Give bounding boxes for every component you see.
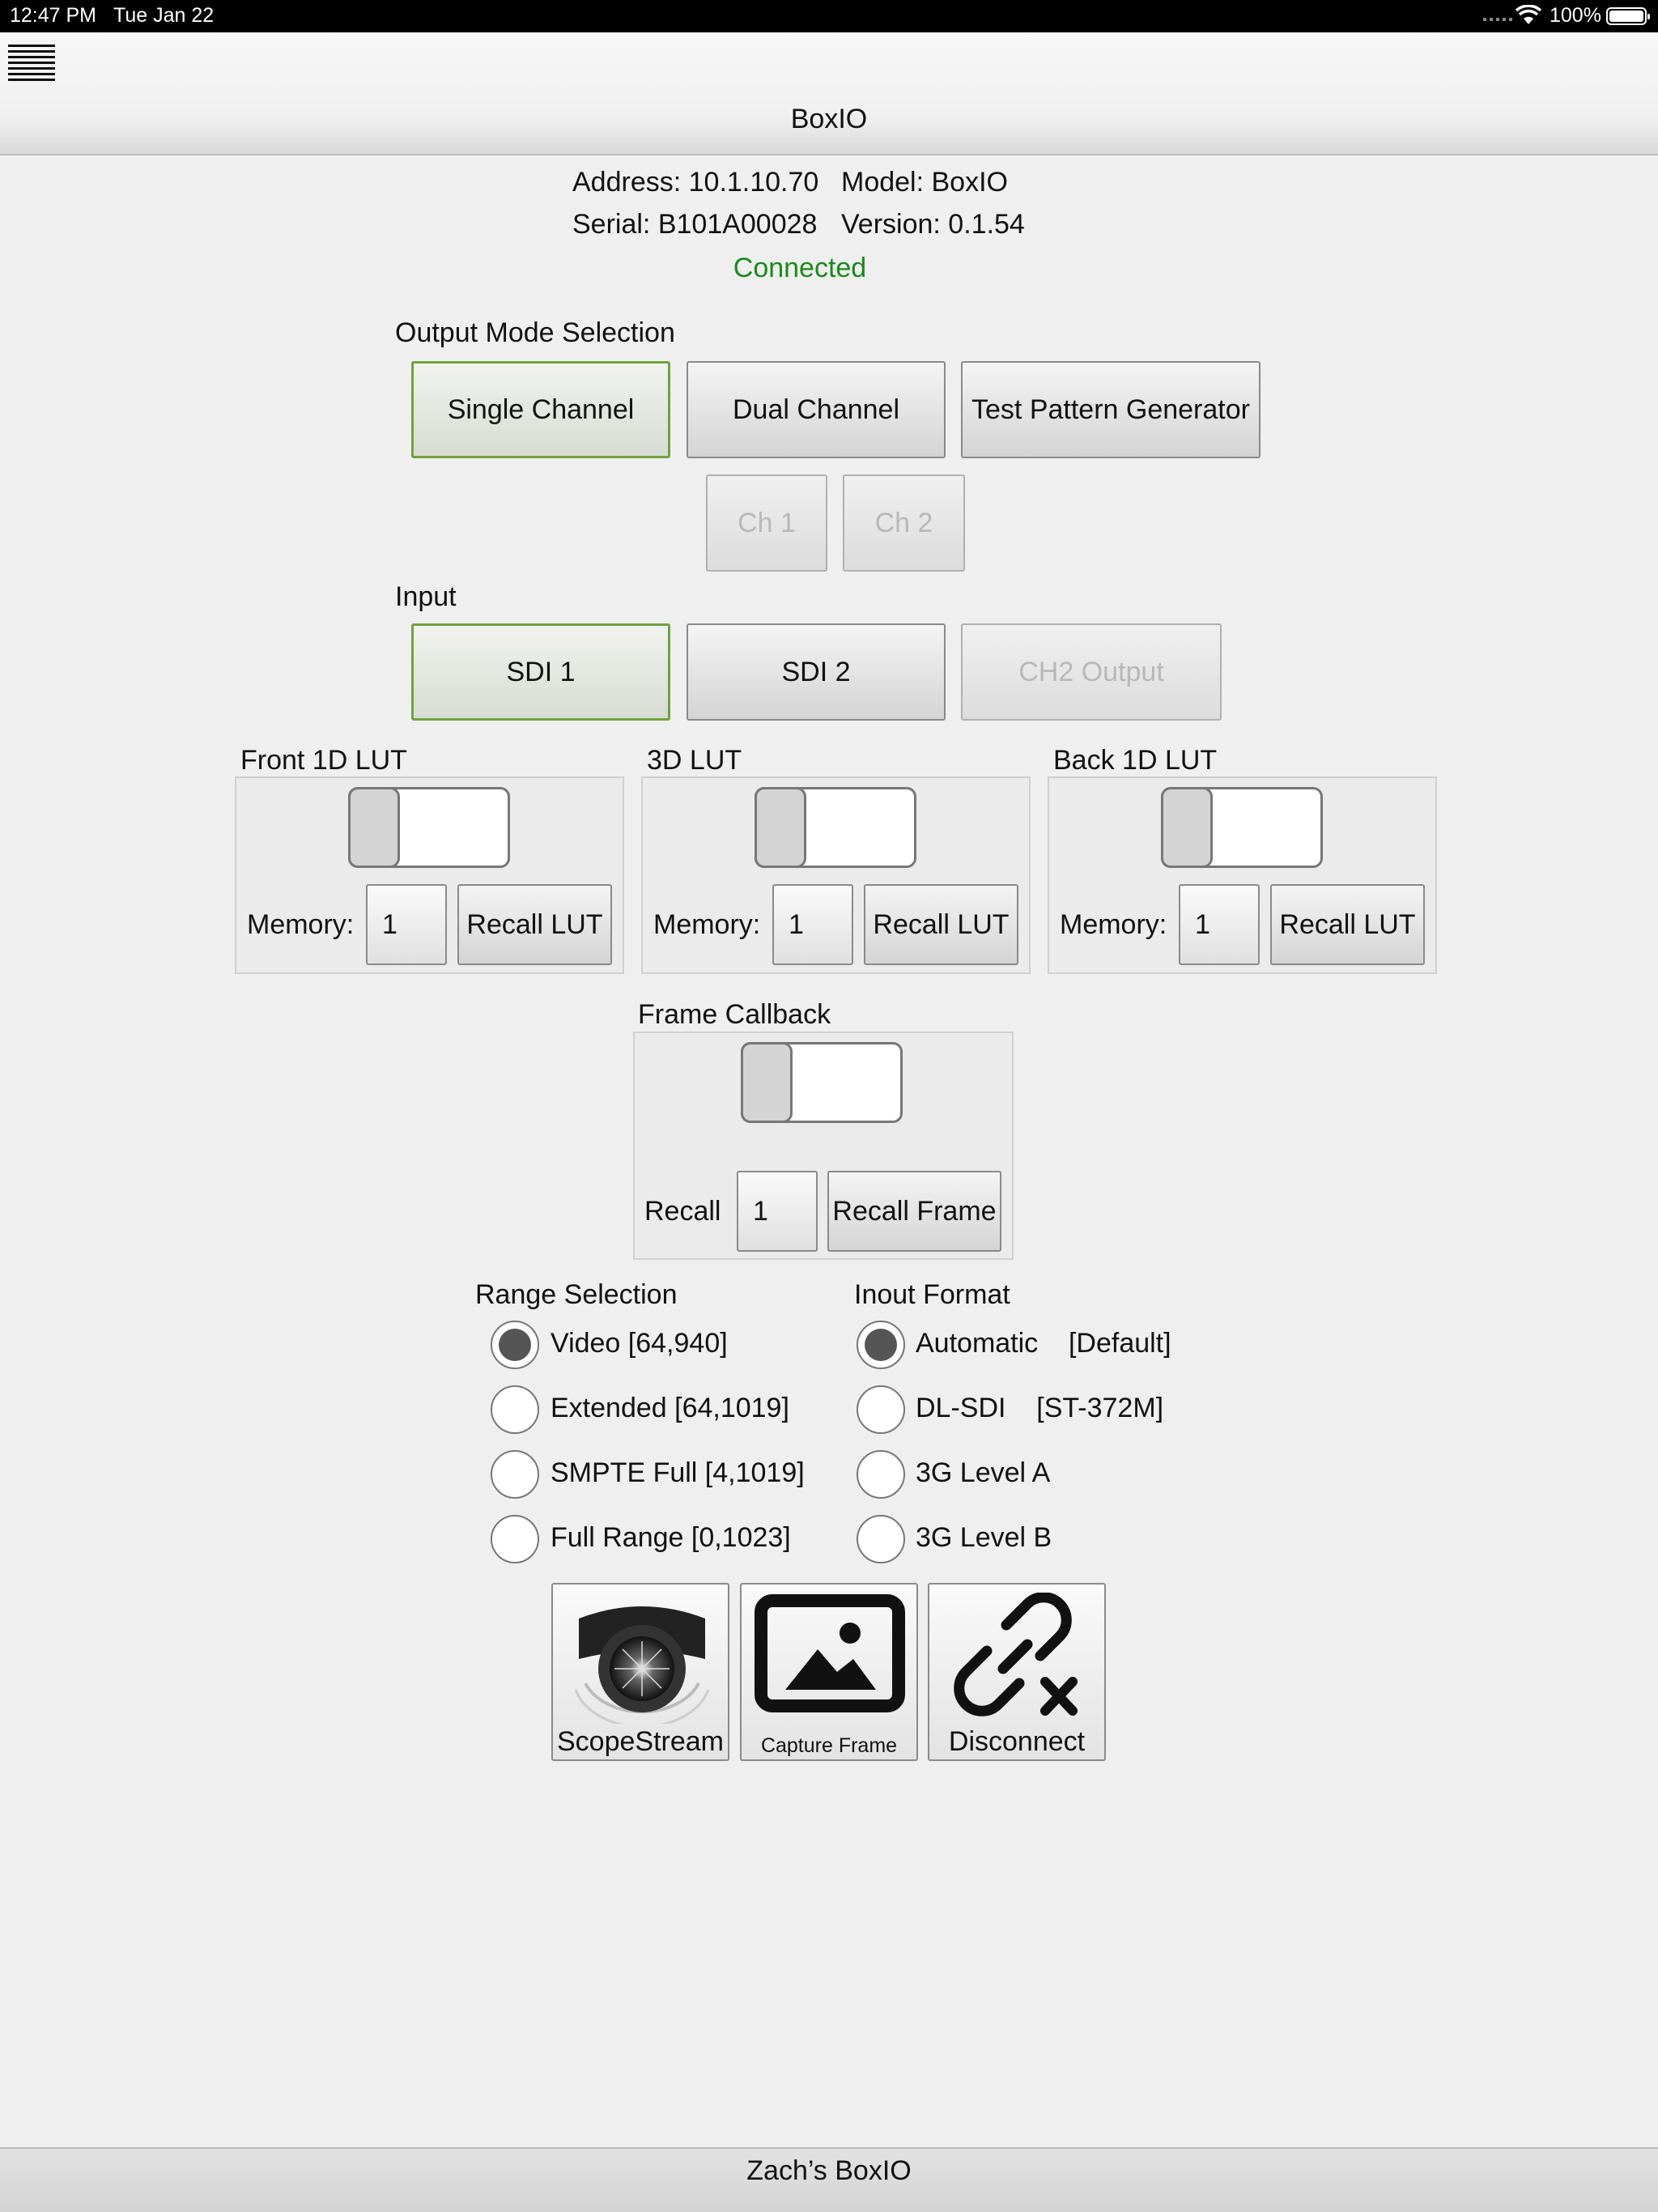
back-1d-lut-title: Back 1D LUT	[1053, 745, 1218, 776]
front-1d-lut-toggle[interactable]	[348, 787, 510, 868]
dual-channel-button[interactable]: Dual Channel	[687, 361, 946, 458]
status-bar: 12:47 PM Tue Jan 22 100%	[0, 0, 1658, 32]
range-extended-label: Extended [64,1019]	[551, 1393, 789, 1423]
frame-callback-title: Frame Callback	[638, 999, 831, 1030]
format-3g-level-b-label: 3G Level B	[916, 1522, 1052, 1553]
device-model: Model: BoxIO	[841, 167, 1008, 198]
toggle-knob	[1161, 787, 1213, 868]
single-channel-button[interactable]: Single Channel	[411, 361, 670, 458]
battery-percent: 100%	[1550, 4, 1601, 27]
range-extended-radio[interactable]	[491, 1385, 539, 1434]
frame-callback-toggle[interactable]	[741, 1042, 903, 1123]
scopestream-label: ScopeStream	[557, 1726, 724, 1757]
nav-bar	[0, 32, 1658, 155]
format-automatic-radio[interactable]	[857, 1321, 905, 1369]
toggle-knob	[741, 1042, 793, 1123]
device-serial: Serial: B101A00028	[572, 209, 818, 240]
sdi2-button[interactable]: SDI 2	[687, 623, 946, 721]
device-version: Version: 0.1.54	[841, 209, 1025, 240]
device-address: Address: 10.1.10.70	[572, 167, 819, 198]
scopestream-button[interactable]: ScopeStream	[551, 1583, 729, 1761]
format-3g-level-b-radio[interactable]	[857, 1515, 905, 1563]
back-1d-lut-recall-button[interactable]: Recall LUT	[1270, 884, 1425, 965]
toggle-knob	[348, 787, 400, 868]
3d-lut-memory-input[interactable]: 1	[772, 884, 853, 965]
front-1d-lut-memory-label: Memory:	[247, 909, 355, 940]
range-video-radio[interactable]	[491, 1321, 539, 1369]
front-1d-lut-recall-button[interactable]: Recall LUT	[457, 884, 612, 965]
back-1d-lut-memory-input[interactable]: 1	[1179, 884, 1260, 965]
ch2-output-button[interactable]: CH2 Output	[961, 623, 1222, 721]
status-time: 12:47 PM	[10, 4, 97, 27]
range-smpte-full-label: SMPTE Full [4,1019]	[551, 1457, 805, 1488]
sdi1-button[interactable]: SDI 1	[411, 623, 670, 721]
status-date: Tue Jan 22	[113, 4, 215, 27]
disconnect-label: Disconnect	[948, 1726, 1086, 1757]
menu-icon[interactable]	[8, 45, 55, 83]
frame-callback-input[interactable]: 1	[737, 1171, 818, 1252]
footer-bar: Zach’s BoxIO	[0, 2147, 1658, 2212]
input-label: Input	[395, 581, 457, 612]
battery-icon	[1606, 7, 1650, 25]
3d-lut-memory-label: Memory:	[653, 909, 761, 940]
test-pattern-generator-button[interactable]: Test Pattern Generator	[961, 361, 1261, 458]
front-1d-lut-title: Front 1D LUT	[240, 745, 407, 776]
range-selection-label: Range Selection	[475, 1279, 678, 1310]
front-1d-lut-memory-input[interactable]: 1	[366, 884, 447, 965]
format-3g-level-a-label: 3G Level A	[916, 1457, 1051, 1488]
image-icon	[755, 1594, 905, 1712]
output-mode-label: Output Mode Selection	[395, 317, 675, 348]
3d-lut-recall-button[interactable]: Recall LUT	[864, 884, 1018, 965]
frame-callback-recall-label: Recall	[644, 1196, 721, 1227]
format-dl-sdi-label: DL-SDI [ST-372M]	[916, 1393, 1164, 1423]
recall-frame-button[interactable]: Recall Frame	[827, 1171, 1001, 1252]
3d-lut-toggle[interactable]	[755, 787, 916, 868]
format-3g-level-a-radio[interactable]	[857, 1450, 905, 1499]
back-1d-lut-toggle[interactable]	[1161, 787, 1323, 868]
range-full-range-label: Full Range [0,1023]	[551, 1522, 791, 1553]
scopestream-icon	[574, 1606, 710, 1724]
format-automatic-label: Automatic [Default]	[916, 1328, 1171, 1359]
broken-link-icon	[954, 1593, 1078, 1716]
disconnect-button[interactable]: Disconnect	[928, 1583, 1106, 1761]
signal-dots-icon	[1483, 18, 1512, 21]
format-dl-sdi-radio[interactable]	[857, 1385, 905, 1434]
range-video-label: Video [64,940]	[551, 1328, 728, 1359]
capture-frame-button[interactable]: Capture Frame	[740, 1583, 918, 1761]
capture-frame-label: Capture Frame	[760, 1734, 898, 1757]
inout-format-label: Inout Format	[854, 1279, 1010, 1310]
page-title: BoxIO	[790, 104, 868, 134]
3d-lut-title: 3D LUT	[647, 745, 742, 776]
range-smpte-full-radio[interactable]	[491, 1450, 539, 1499]
wifi-icon	[1516, 5, 1541, 24]
toggle-knob	[755, 787, 806, 868]
connection-status: Connected	[733, 253, 867, 283]
range-full-range-radio[interactable]	[491, 1515, 539, 1563]
device-name: Zach’s BoxIO	[746, 2155, 912, 2186]
back-1d-lut-memory-label: Memory:	[1060, 909, 1167, 940]
ch1-button[interactable]: Ch 1	[706, 474, 827, 572]
ch2-button[interactable]: Ch 2	[843, 474, 965, 572]
